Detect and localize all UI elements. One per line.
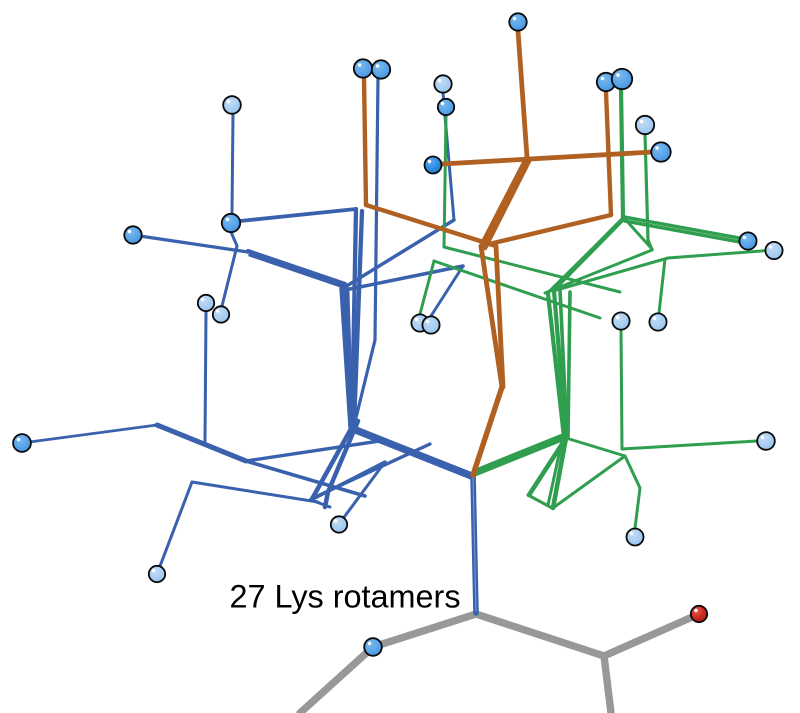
svg-text:27 Lys rotamers: 27 Lys rotamers [230,579,461,615]
